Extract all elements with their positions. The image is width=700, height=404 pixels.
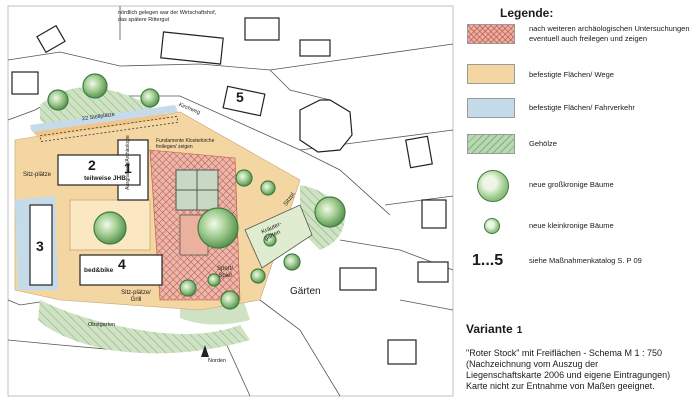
- variant-number: 1: [516, 325, 523, 336]
- north-note: nördlich gelegen war der Wirtschaftshof,…: [118, 10, 217, 23]
- label-building-4-use: bed&bike: [84, 267, 114, 274]
- small-tree-icon: [484, 218, 500, 234]
- caption-line: Liegenschaftskarte 2006 und eigene Eintr…: [466, 370, 671, 380]
- legend-item-text: neue kleinkronige Bäume: [529, 221, 614, 230]
- legend-item-text: befestigte Flächen/ Fahrverkehr: [529, 103, 635, 112]
- buildings: [11, 17, 449, 365]
- label-gaerten: Gärten: [290, 286, 321, 297]
- legend-item-text: siehe Maßnahmenkatalog S. P 09: [529, 256, 642, 265]
- caption-line: Karte nicht zur Entnahme von Maßen geeig…: [466, 381, 655, 391]
- caption: "Roter Stock" mit Freiflächen - Schema M…: [466, 348, 700, 392]
- label-seats-grill: Sitz-plätze/ Grill: [121, 290, 151, 303]
- legend-item-text: neue großkronige Bäume: [529, 180, 614, 189]
- legend-item-text: Gehölze: [529, 139, 557, 148]
- traffic-swatch: [467, 98, 515, 118]
- number-4: 4: [118, 256, 126, 272]
- variant-label: Variante: [466, 322, 513, 336]
- legend-item-woods: Gehölze: [462, 134, 700, 168]
- caption-line: "Roter Stock" mit Freiflächen - Schema M…: [466, 348, 662, 358]
- legend-number-range: 1...5: [472, 252, 504, 269]
- legend-item-numbers: 1...5 siehe Maßnahmenkatalog S. P 09: [462, 252, 700, 290]
- caption-line: (Nachzeichnung vom Auszug der: [466, 359, 599, 369]
- legend-item-small-trees: neue kleinkronige Bäume: [462, 215, 700, 249]
- large-tree-icon: [477, 170, 509, 202]
- trees: [47, 73, 346, 310]
- legend-item-paths: befestigte Flächen/ Wege: [462, 64, 700, 98]
- north-arrow-icon: [201, 345, 209, 357]
- legend-item-text: nach weiteren archäologischen Untersuchu…: [529, 24, 690, 43]
- label-obstgarten: Obstgarten: [88, 322, 116, 328]
- site-plan: [7, 5, 454, 397]
- legend-item-text: befestigte Flächen/ Wege: [529, 70, 614, 79]
- number-5: 5: [236, 89, 244, 105]
- legend-item-archaeology: nach weiteren archäologischen Untersuchu…: [462, 24, 700, 58]
- label-norden: Norden: [208, 358, 227, 364]
- number-1: 1: [124, 160, 132, 176]
- legend-item-traffic: befestigte Flächen/ Fahrverkehr: [462, 98, 700, 132]
- legend: Legende: nach weiteren archäologischen U…: [462, 0, 700, 300]
- number-3: 3: [36, 238, 44, 254]
- label-sport: Sport/ Spiel: [216, 266, 233, 279]
- label-fundamente: Fundamente Klosterkirche freilegen/ zeig…: [156, 138, 215, 150]
- number-2: 2: [88, 157, 96, 173]
- label-building-2-use: teilweise JHB: [84, 175, 126, 182]
- herb-garden: [244, 204, 313, 269]
- paths-swatch: [467, 64, 515, 84]
- archaeology-swatch: [467, 24, 515, 44]
- parking-strip: [39, 115, 179, 143]
- woods-swatch: [467, 134, 515, 154]
- label-seats-left: Sitz-plätze: [22, 172, 51, 178]
- legend-item-large-trees: neue großkronige Bäume: [462, 170, 700, 210]
- legend-title: Legende:: [500, 6, 554, 20]
